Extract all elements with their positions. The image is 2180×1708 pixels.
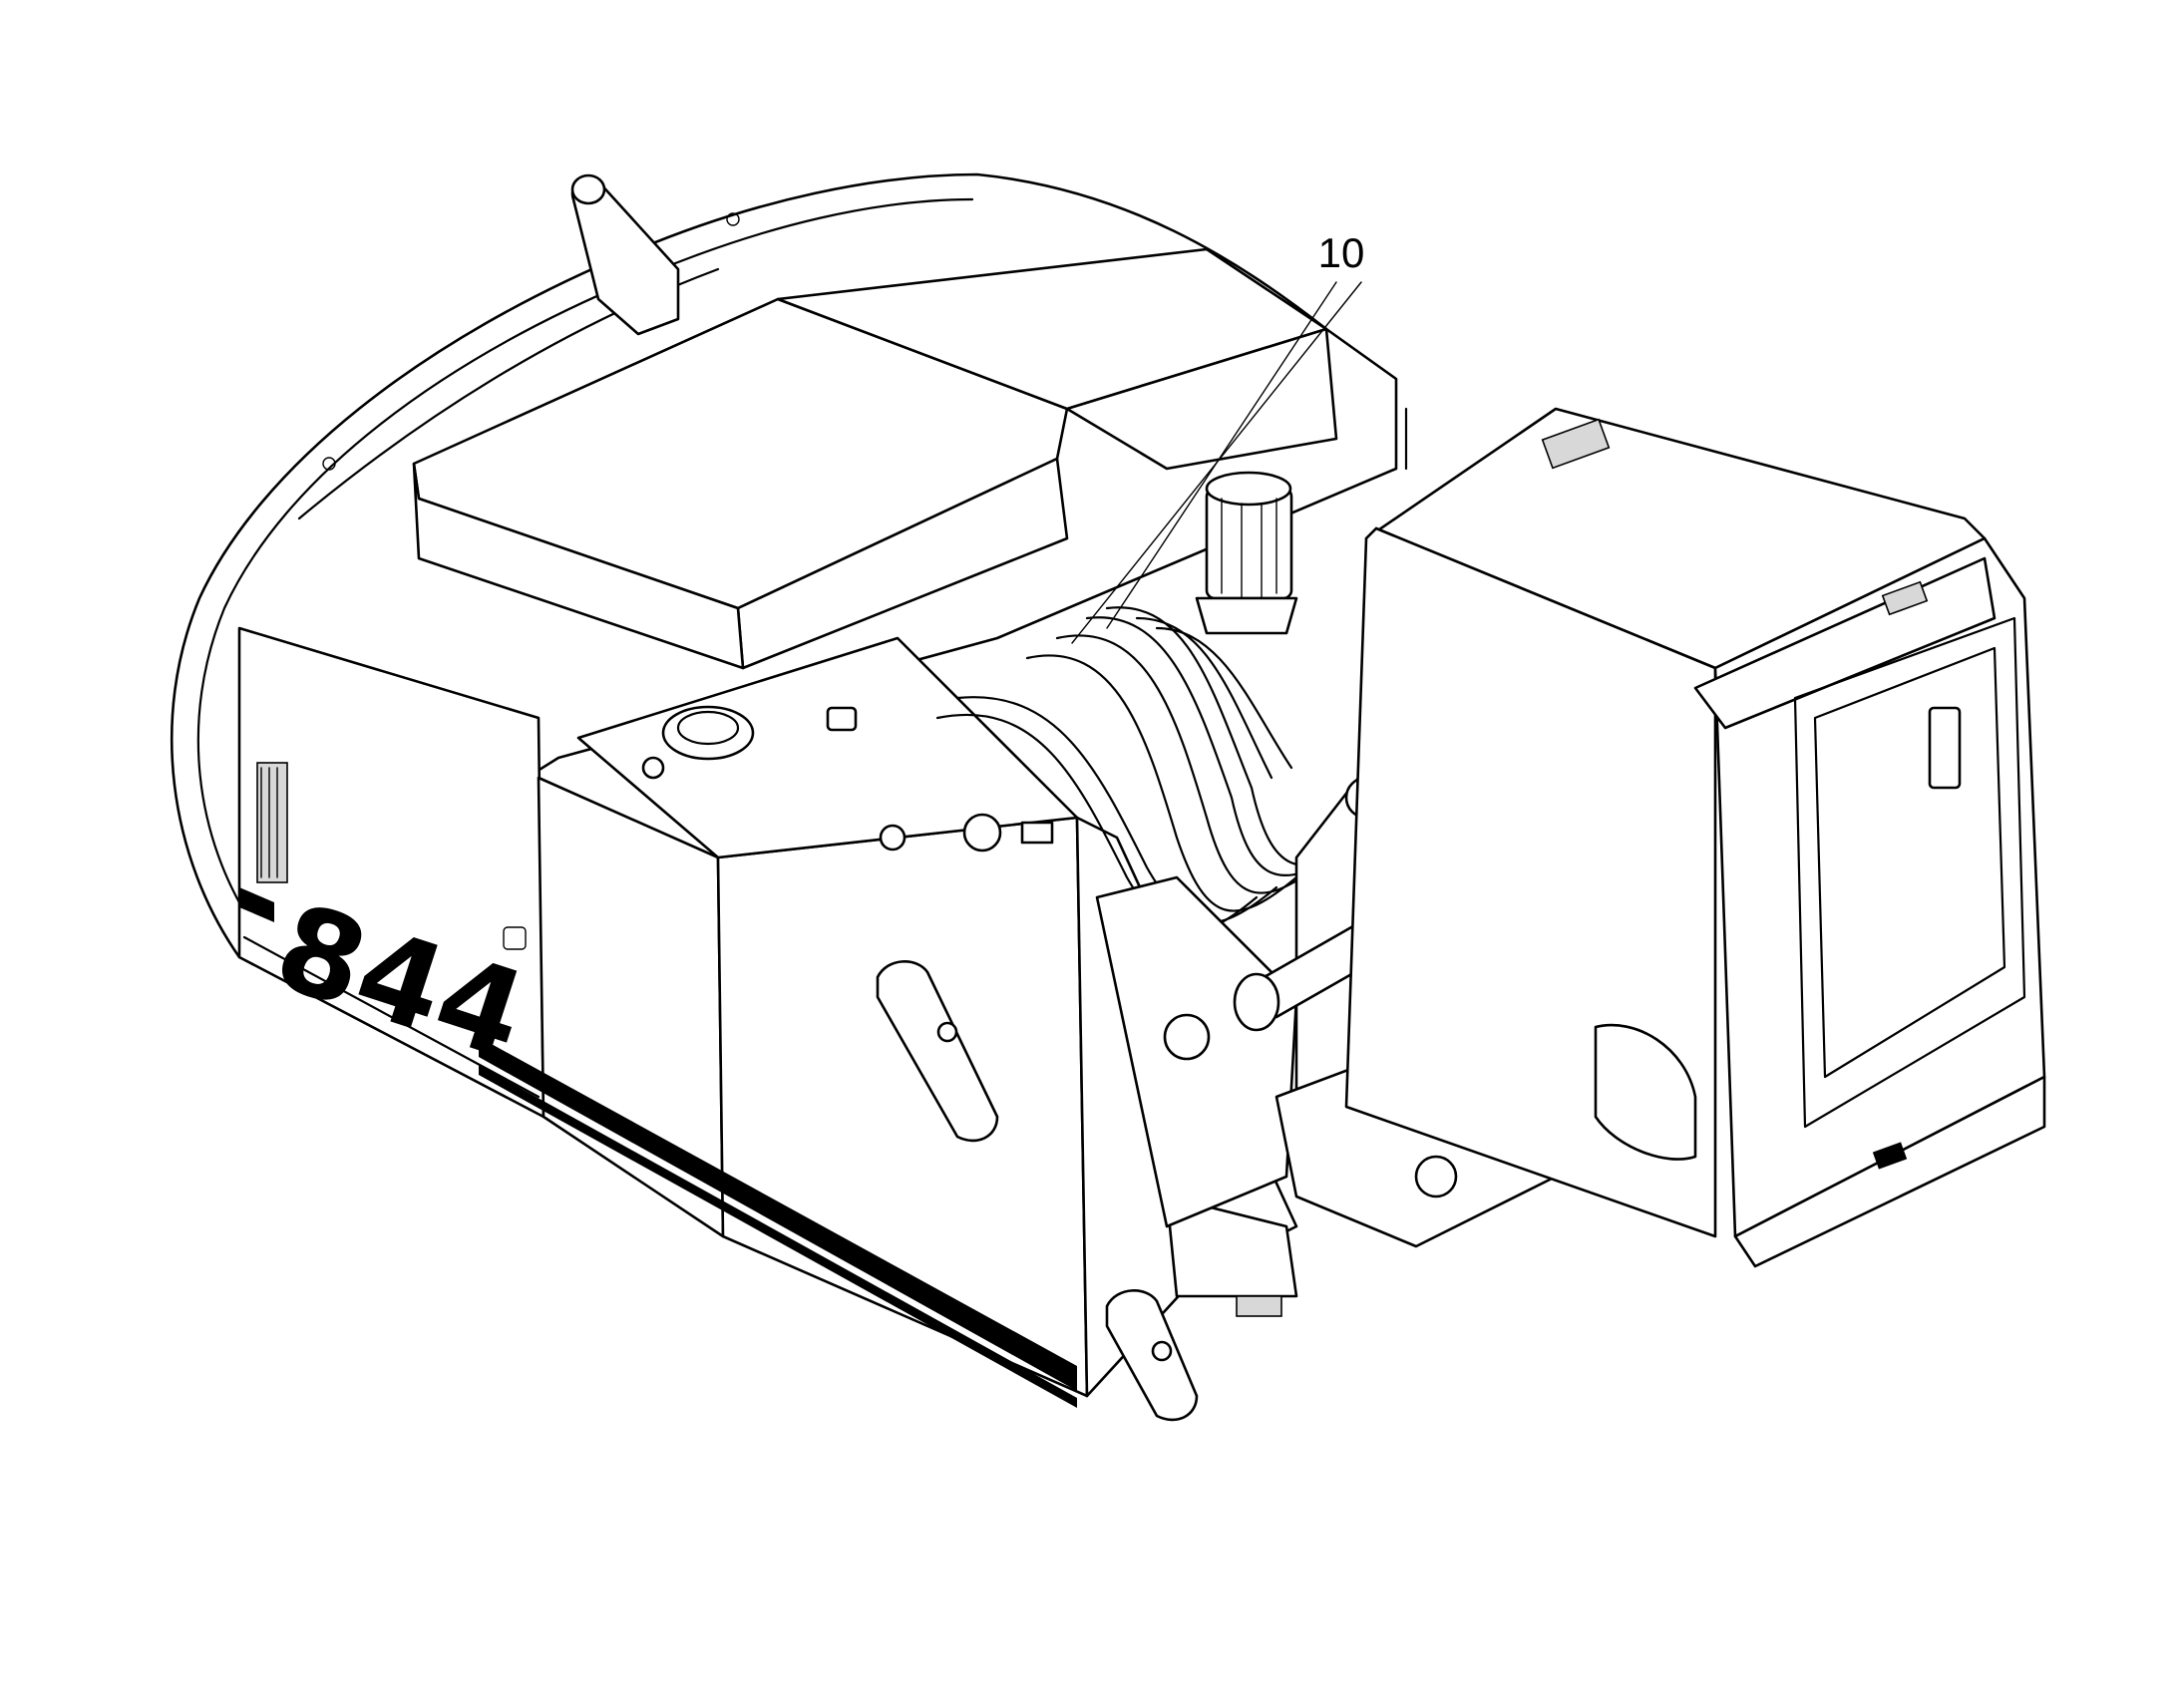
callout-number: 10: [1318, 229, 1365, 276]
side-vent-grille: [256, 762, 288, 883]
side-stripe: [479, 1037, 1077, 1408]
exhaust-stack: [570, 173, 680, 336]
callout-10: 10: [1071, 229, 1365, 644]
engine-hood: [412, 247, 1338, 670]
hydraulic-motor: [1195, 471, 1298, 635]
operator-cab: [1344, 407, 2046, 1268]
fuel-cap: [661, 705, 755, 761]
middle-side-panels: [537, 776, 1089, 1398]
top-deck: [576, 636, 1079, 859]
